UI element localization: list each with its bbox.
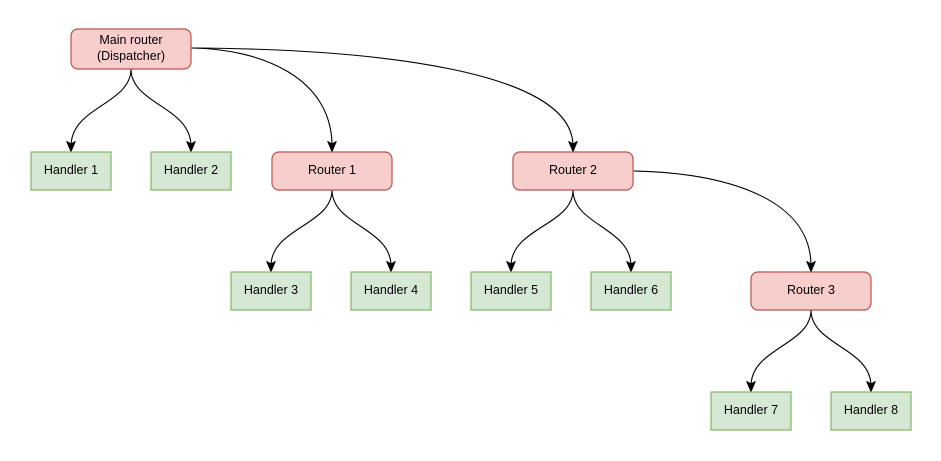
node-label-handler-7: Handler 7 bbox=[724, 403, 778, 417]
edge-main-to-router-2 bbox=[191, 47, 578, 152]
node-label-line1: Handler 4 bbox=[364, 283, 418, 297]
edge-line bbox=[810, 309, 872, 387]
node-box-handler[interactable] bbox=[590, 271, 672, 311]
node-router-3[interactable]: Router 3 bbox=[750, 271, 872, 311]
node-handler-8[interactable]: Handler 8 bbox=[830, 391, 912, 431]
node-box-handler[interactable] bbox=[830, 391, 912, 431]
edge-line bbox=[633, 170, 812, 267]
node-label-handler-1: Handler 1 bbox=[44, 163, 98, 177]
arrowhead-icon bbox=[186, 141, 196, 152]
node-label-line1: Handler 7 bbox=[724, 403, 778, 417]
arrowhead-icon bbox=[66, 141, 76, 152]
arrowhead-icon bbox=[568, 141, 578, 152]
node-layer: Main router (Dispatcher) Handler 1 Handler … bbox=[30, 28, 912, 431]
node-label-router-2: Router 2 bbox=[549, 163, 597, 177]
node-box-router[interactable] bbox=[512, 151, 634, 191]
node-label-main-router: Main router (Dispatcher) bbox=[97, 33, 165, 63]
node-box-handler[interactable] bbox=[30, 151, 112, 191]
node-label-line1: Handler 3 bbox=[244, 283, 298, 297]
node-router-2[interactable]: Router 2 bbox=[512, 151, 634, 191]
arrowhead-icon bbox=[506, 261, 516, 272]
edge-line bbox=[750, 309, 812, 387]
edge-router-3-to-handler-7 bbox=[746, 309, 812, 392]
node-label-handler-5: Handler 5 bbox=[484, 283, 538, 297]
edge-line bbox=[130, 68, 192, 147]
node-label-handler-3: Handler 3 bbox=[244, 283, 298, 297]
node-label-handler-6: Handler 6 bbox=[604, 283, 658, 297]
node-box-handler[interactable] bbox=[230, 271, 312, 311]
edge-line bbox=[270, 189, 333, 267]
node-label-handler-2: Handler 2 bbox=[164, 163, 218, 177]
node-box-handler[interactable] bbox=[470, 271, 552, 311]
arrowhead-icon bbox=[626, 261, 636, 272]
arrowhead-icon bbox=[806, 261, 816, 272]
node-label-line1: Handler 8 bbox=[844, 403, 898, 417]
node-label-handler-4: Handler 4 bbox=[364, 283, 418, 297]
node-label-line1: Router 1 bbox=[308, 163, 356, 177]
node-handler-4[interactable]: Handler 4 bbox=[350, 271, 432, 311]
arrowhead-icon bbox=[266, 261, 276, 272]
node-box-router[interactable] bbox=[750, 271, 872, 311]
edge-line bbox=[191, 47, 333, 147]
node-handler-1[interactable]: Handler 1 bbox=[30, 151, 112, 191]
node-label-router-3: Router 3 bbox=[787, 283, 835, 297]
node-router-1[interactable]: Router 1 bbox=[271, 151, 393, 191]
edge-router-2-to-handler-5 bbox=[506, 189, 574, 272]
node-label-line1: Router 3 bbox=[787, 283, 835, 297]
edge-line bbox=[191, 47, 574, 147]
arrowhead-icon bbox=[327, 141, 337, 152]
node-box-router[interactable] bbox=[70, 28, 192, 70]
edge-router-3-to-handler-8 bbox=[810, 309, 876, 392]
node-label-line1: Handler 6 bbox=[604, 283, 658, 297]
edge-line bbox=[331, 189, 392, 267]
node-handler-3[interactable]: Handler 3 bbox=[230, 271, 312, 311]
node-box-router[interactable] bbox=[271, 151, 393, 191]
edge-layer bbox=[66, 47, 876, 392]
edge-line bbox=[572, 189, 632, 267]
edge-main-to-handler-2 bbox=[130, 68, 196, 152]
edge-router-1-to-handler-3 bbox=[266, 189, 333, 272]
node-label-line1: Main router bbox=[99, 33, 162, 47]
node-box-handler[interactable] bbox=[350, 271, 432, 311]
node-label-line1: Handler 1 bbox=[44, 163, 98, 177]
edge-router-2-to-handler-6 bbox=[572, 189, 636, 272]
node-box-handler[interactable] bbox=[150, 151, 232, 191]
node-handler-6[interactable]: Handler 6 bbox=[590, 271, 672, 311]
node-label-line1: Handler 5 bbox=[484, 283, 538, 297]
arrowhead-icon bbox=[866, 381, 876, 392]
node-handler-2[interactable]: Handler 2 bbox=[150, 151, 232, 191]
arrowhead-icon bbox=[746, 381, 756, 392]
node-label-router-1: Router 1 bbox=[308, 163, 356, 177]
edge-line bbox=[70, 68, 132, 147]
node-label-line2: (Dispatcher) bbox=[97, 49, 165, 63]
node-handler-5[interactable]: Handler 5 bbox=[470, 271, 552, 311]
node-label-handler-8: Handler 8 bbox=[844, 403, 898, 417]
edge-router-2-to-router-3 bbox=[633, 170, 816, 272]
edge-router-1-to-handler-4 bbox=[331, 189, 396, 272]
node-label-line1: Router 2 bbox=[549, 163, 597, 177]
node-box-handler[interactable] bbox=[710, 391, 792, 431]
node-handler-7[interactable]: Handler 7 bbox=[710, 391, 792, 431]
arrowhead-icon bbox=[386, 261, 396, 272]
edge-main-to-router-1 bbox=[191, 47, 337, 152]
node-label-line1: Handler 2 bbox=[164, 163, 218, 177]
edge-line bbox=[510, 189, 574, 267]
edge-main-to-handler-1 bbox=[66, 68, 132, 152]
node-main-router[interactable]: Main router (Dispatcher) bbox=[70, 28, 192, 70]
